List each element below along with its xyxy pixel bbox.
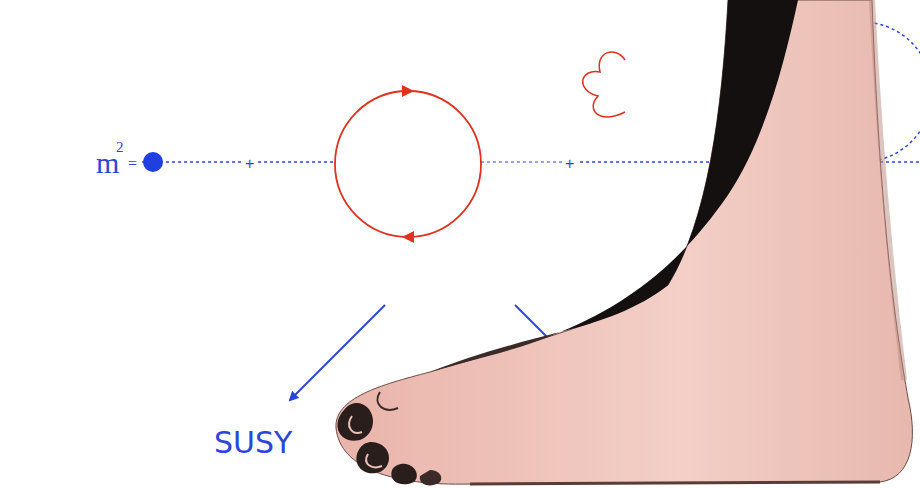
foot-illustration [336,0,912,485]
plus-sign: + [245,156,254,172]
scalar-line [258,161,335,163]
fermion-loop [335,91,481,237]
plus-sign: + [565,156,574,172]
exponent: 2 [116,140,124,155]
scalar-line [481,161,562,162]
mass-symbol: m [96,148,119,178]
susy-label: SUSY [214,428,292,458]
fermion-arrow [402,231,414,243]
equals-sign: = [128,156,137,172]
vertex-dot [143,152,163,172]
cancel-arrow [290,305,385,400]
fermion-arrow [402,85,414,97]
gauge-loop [583,52,625,117]
